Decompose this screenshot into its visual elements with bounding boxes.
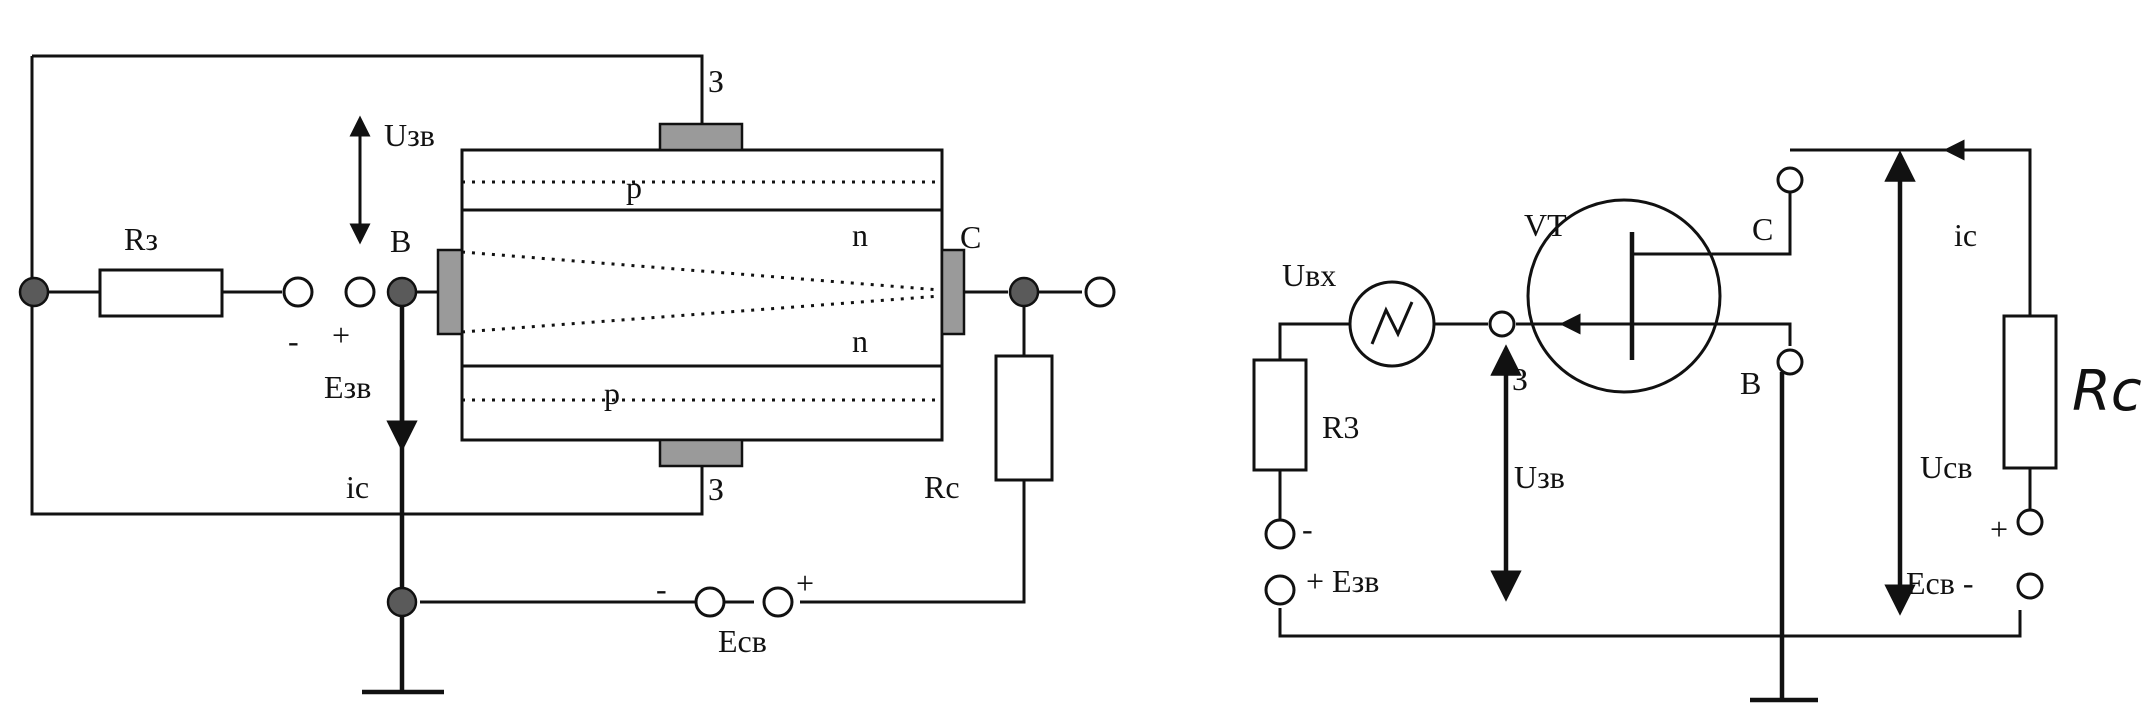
label-minus-gate: - xyxy=(288,323,299,359)
terminal-gate-minus-right[interactable] xyxy=(1264,518,1296,550)
gate-resistor xyxy=(98,268,224,318)
node-source xyxy=(386,276,418,308)
label-minus-gate-right: - xyxy=(1302,511,1313,547)
label-r-gate: Rз xyxy=(124,221,158,257)
label-plus-gate: + xyxy=(332,317,350,353)
label-plus-drain: + xyxy=(796,565,814,601)
terminal-drain-minus-right[interactable] xyxy=(2016,572,2044,600)
label-r-drain-right: Rc xyxy=(2072,359,2142,424)
label-p-bottom: p xyxy=(604,375,620,411)
label-drain-right: C xyxy=(1752,211,1773,247)
gate-contact-top xyxy=(658,122,744,152)
transistor-vt[interactable] xyxy=(1526,198,1778,394)
label-u-in: Uвх xyxy=(1282,257,1336,293)
terminal-drain-plus-right[interactable] xyxy=(2016,508,2044,536)
gate-resistor-right xyxy=(1252,358,1308,472)
label-n-bottom: n xyxy=(852,323,868,359)
terminal-drain-plus[interactable] xyxy=(762,586,794,618)
label-plus-e-gate-right: + Eзв xyxy=(1306,563,1379,599)
terminal-source-right[interactable] xyxy=(1776,348,1804,376)
terminal-drain-out[interactable] xyxy=(1084,276,1116,308)
label-drain: С xyxy=(960,219,981,255)
drain-resistor xyxy=(994,354,1054,482)
terminal-gate-plus-right[interactable] xyxy=(1264,574,1296,606)
terminal-gate-plus[interactable] xyxy=(344,276,376,308)
source-contact xyxy=(436,248,464,336)
label-p-top: p xyxy=(626,169,642,205)
right-diagram: VT C B З Uвх R3 Uзв - + Eзв ic Uсв Rc + … xyxy=(1252,139,2142,703)
label-e-gate-source: Eзв xyxy=(324,369,371,405)
label-gate-top: З xyxy=(708,63,724,99)
label-source: В xyxy=(390,223,411,259)
label-e-drain-source-right: Eсв - xyxy=(1906,565,1974,601)
label-u-gate-source-right: Uзв xyxy=(1514,459,1565,495)
label-minus-drain: - xyxy=(656,571,667,607)
label-e-drain-source: Eсв xyxy=(718,623,767,659)
node-left xyxy=(18,276,50,308)
label-source-right: B xyxy=(1740,365,1761,401)
label-gate-bottom: З xyxy=(708,471,724,507)
drain-contact xyxy=(940,248,966,336)
sine-wave-icon xyxy=(1370,301,1414,345)
label-plus-drain-right: + xyxy=(1990,511,2008,547)
label-u-drain-source-right: Uсв xyxy=(1920,449,1972,485)
node-ground-left xyxy=(386,586,418,618)
fet-structure xyxy=(436,122,966,468)
label-r-gate-right: R3 xyxy=(1322,409,1359,445)
label-gate-right: З xyxy=(1512,361,1528,397)
terminal-drain-minus[interactable] xyxy=(694,586,726,618)
terminal-drain-right[interactable] xyxy=(1776,166,1804,194)
label-ic-right: ic xyxy=(1954,217,1977,253)
terminal-gate-minus[interactable] xyxy=(282,276,314,308)
gate-contact-bottom xyxy=(658,438,744,468)
input-signal-source[interactable] xyxy=(1348,280,1436,368)
label-u-gate-source: Uзв xyxy=(384,117,435,153)
gate-loop-wires xyxy=(30,54,1082,604)
label-ic-left: ic xyxy=(346,469,369,505)
drain-resistor-right xyxy=(2002,314,2058,470)
label-vt: VT xyxy=(1524,207,1567,243)
node-drain xyxy=(1008,276,1040,308)
terminal-gate-right[interactable] xyxy=(1488,310,1516,338)
left-diagram: З З Uзв Rз В С - + Eзв ic p p n n Rc - +… xyxy=(18,54,1116,695)
label-r-drain: Rc xyxy=(924,469,960,505)
right-wires xyxy=(1278,148,2032,638)
label-n-top: n xyxy=(852,217,868,253)
